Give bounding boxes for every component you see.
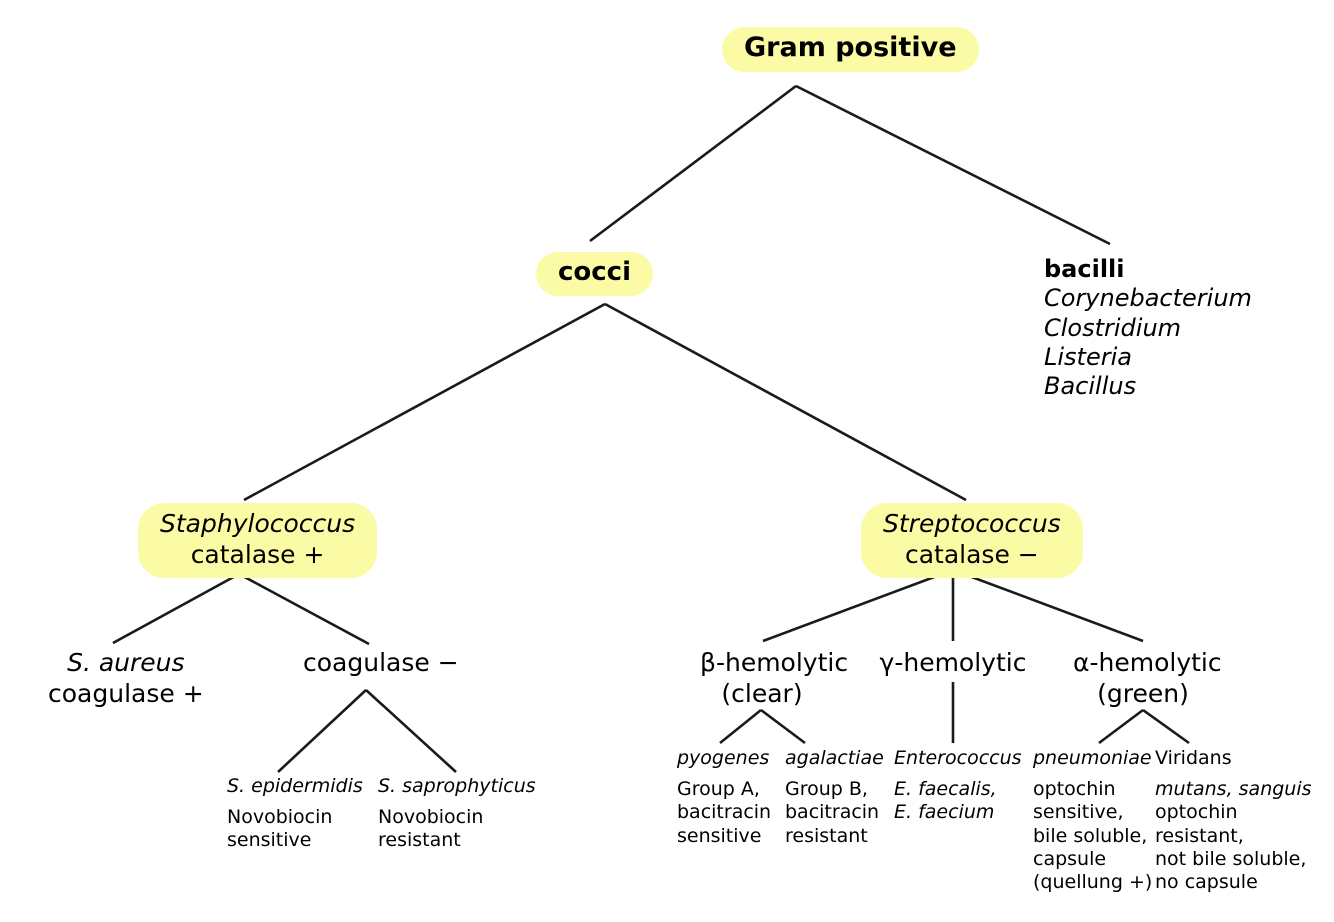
s-epidermidis-detail-2: sensitive bbox=[227, 829, 312, 852]
viridans-detail-4: no capsule bbox=[1155, 870, 1258, 893]
edge-alpha-to-viridans bbox=[1142, 708, 1190, 745]
streptococcus-genus: Streptococcus bbox=[883, 509, 1061, 538]
node-alpha-hemolytic: α-hemolytic (green) bbox=[1073, 648, 1222, 709]
viridans-detail-2: resistant, bbox=[1155, 824, 1244, 847]
pyogenes-name: pyogenes bbox=[677, 747, 770, 769]
node-beta-hemolytic: β-hemolytic (clear) bbox=[700, 648, 849, 709]
node-cocci[interactable]: cocci bbox=[536, 252, 654, 296]
bacilli-item-clostridium: Clostridium bbox=[1044, 313, 1182, 342]
node-gram-positive[interactable]: Gram positive bbox=[722, 27, 979, 72]
pyogenes-detail-2: bacitracin bbox=[677, 801, 772, 824]
node-staphylococcus[interactable]: Staphylococcus catalase + bbox=[138, 503, 378, 578]
streptococcus-catalase: catalase − bbox=[904, 539, 1039, 569]
spacer bbox=[378, 798, 536, 806]
edge-cocci-to-staph bbox=[243, 302, 606, 502]
edge-staph-to-aureus bbox=[112, 572, 240, 645]
edge-alpha-to-pneumoniae bbox=[1098, 708, 1144, 745]
spacer bbox=[785, 770, 884, 778]
node-bacilli: bacilli Corynebacterium Clostridium List… bbox=[1044, 255, 1252, 401]
spacer bbox=[1155, 770, 1312, 778]
node-viridans: Viridans mutans, sanguis optochin resist… bbox=[1155, 747, 1312, 894]
spacer bbox=[1033, 770, 1152, 778]
coagulase-negative-label: coagulase − bbox=[303, 648, 459, 677]
edge-staph-to-coagneg bbox=[238, 572, 370, 646]
agalactiae-name: agalactiae bbox=[785, 747, 884, 769]
agalactiae-detail-3: resistant bbox=[785, 824, 868, 847]
enterococcus-name: Enterococcus bbox=[894, 747, 1022, 769]
edge-beta-to-pyogenes bbox=[719, 708, 762, 745]
pneumoniae-detail-2: sensitive, bbox=[1033, 801, 1124, 824]
pneumoniae-detail-4: capsule bbox=[1033, 847, 1107, 870]
bacilli-item-bacillus: Bacillus bbox=[1044, 372, 1137, 401]
beta-hemolytic-label: β-hemolytic bbox=[700, 648, 849, 677]
edge-cocci-to-strep bbox=[604, 302, 967, 502]
s-saprophyticus-name: S. saprophyticus bbox=[378, 775, 536, 797]
pneumoniae-name: pneumoniae bbox=[1033, 747, 1152, 769]
edge-strep-to-beta bbox=[762, 568, 954, 643]
beta-hemolytic-sublabel: (clear) bbox=[721, 678, 803, 708]
s-aureus-detail: coagulase + bbox=[48, 678, 204, 708]
node-pyogenes: pyogenes Group A, bacitracin sensitive bbox=[677, 747, 771, 848]
node-s-aureus: S. aureus coagulase + bbox=[48, 648, 204, 709]
s-epidermidis-detail-1: Novobiocin bbox=[227, 806, 333, 829]
staphylococcus-pill: Staphylococcus catalase + bbox=[138, 503, 378, 578]
node-enterococcus: Enterococcus E. faecalis, E. faecium bbox=[894, 747, 1022, 825]
spacer bbox=[227, 798, 363, 806]
s-aureus-name: S. aureus bbox=[67, 648, 185, 677]
edge-root-to-bacilli bbox=[795, 84, 1111, 246]
s-epidermidis-name: S. epidermidis bbox=[227, 775, 363, 797]
alpha-hemolytic-sublabel: (green) bbox=[1097, 678, 1189, 708]
spacer bbox=[677, 770, 771, 778]
node-coagulase-negative: coagulase − bbox=[303, 648, 459, 679]
edge-root-to-cocci bbox=[589, 84, 797, 243]
viridans-name: Viridans bbox=[1155, 747, 1232, 769]
edge-coagneg-to-epidermidis bbox=[277, 689, 367, 773]
edge-coagneg-to-saprophyticus bbox=[365, 689, 457, 773]
bacilli-heading: bacilli bbox=[1044, 255, 1125, 283]
node-agalactiae: agalactiae Group B, bacitracin resistant bbox=[785, 747, 884, 848]
pyogenes-detail-3: sensitive bbox=[677, 824, 762, 847]
alpha-hemolytic-label: α-hemolytic bbox=[1073, 648, 1222, 677]
agalactiae-detail-2: bacitracin bbox=[785, 801, 880, 824]
enterococcus-species-1: E. faecalis, bbox=[894, 778, 997, 801]
agalactiae-detail-1: Group B, bbox=[785, 778, 868, 801]
edge-beta-to-agalactiae bbox=[760, 708, 806, 745]
pneumoniae-detail-5: (quellung +) bbox=[1033, 870, 1153, 893]
spacer bbox=[894, 770, 1022, 778]
streptococcus-pill: Streptococcus catalase − bbox=[861, 503, 1083, 578]
s-saprophyticus-detail-2: resistant bbox=[378, 829, 461, 852]
node-pneumoniae: pneumoniae optochin sensitive, bile solu… bbox=[1033, 747, 1152, 894]
bacilli-item-listeria: Listeria bbox=[1044, 342, 1132, 371]
node-gamma-hemolytic: γ-hemolytic bbox=[879, 648, 1027, 679]
enterococcus-species-2: E. faecium bbox=[894, 801, 995, 824]
gamma-hemolytic-label: γ-hemolytic bbox=[879, 648, 1027, 677]
edge-strep-to-alpha bbox=[952, 568, 1144, 643]
staphylococcus-catalase: catalase + bbox=[190, 539, 325, 569]
node-streptococcus[interactable]: Streptococcus catalase − bbox=[861, 503, 1083, 578]
viridans-species: mutans, sanguis bbox=[1155, 778, 1312, 801]
node-s-epidermidis: S. epidermidis Novobiocin sensitive bbox=[227, 775, 363, 853]
cocci-label: cocci bbox=[536, 252, 654, 296]
pneumoniae-detail-1: optochin bbox=[1033, 778, 1116, 801]
pneumoniae-detail-3: bile soluble, bbox=[1033, 824, 1148, 847]
staphylococcus-genus: Staphylococcus bbox=[160, 509, 356, 538]
pyogenes-detail-1: Group A, bbox=[677, 778, 760, 801]
bacilli-item-corynebacterium: Corynebacterium bbox=[1044, 284, 1252, 313]
viridans-detail-1: optochin bbox=[1155, 801, 1238, 824]
node-s-saprophyticus: S. saprophyticus Novobiocin resistant bbox=[378, 775, 536, 853]
gram-positive-label: Gram positive bbox=[722, 27, 979, 72]
s-saprophyticus-detail-1: Novobiocin bbox=[378, 806, 484, 829]
viridans-detail-3: not bile soluble, bbox=[1155, 847, 1307, 870]
